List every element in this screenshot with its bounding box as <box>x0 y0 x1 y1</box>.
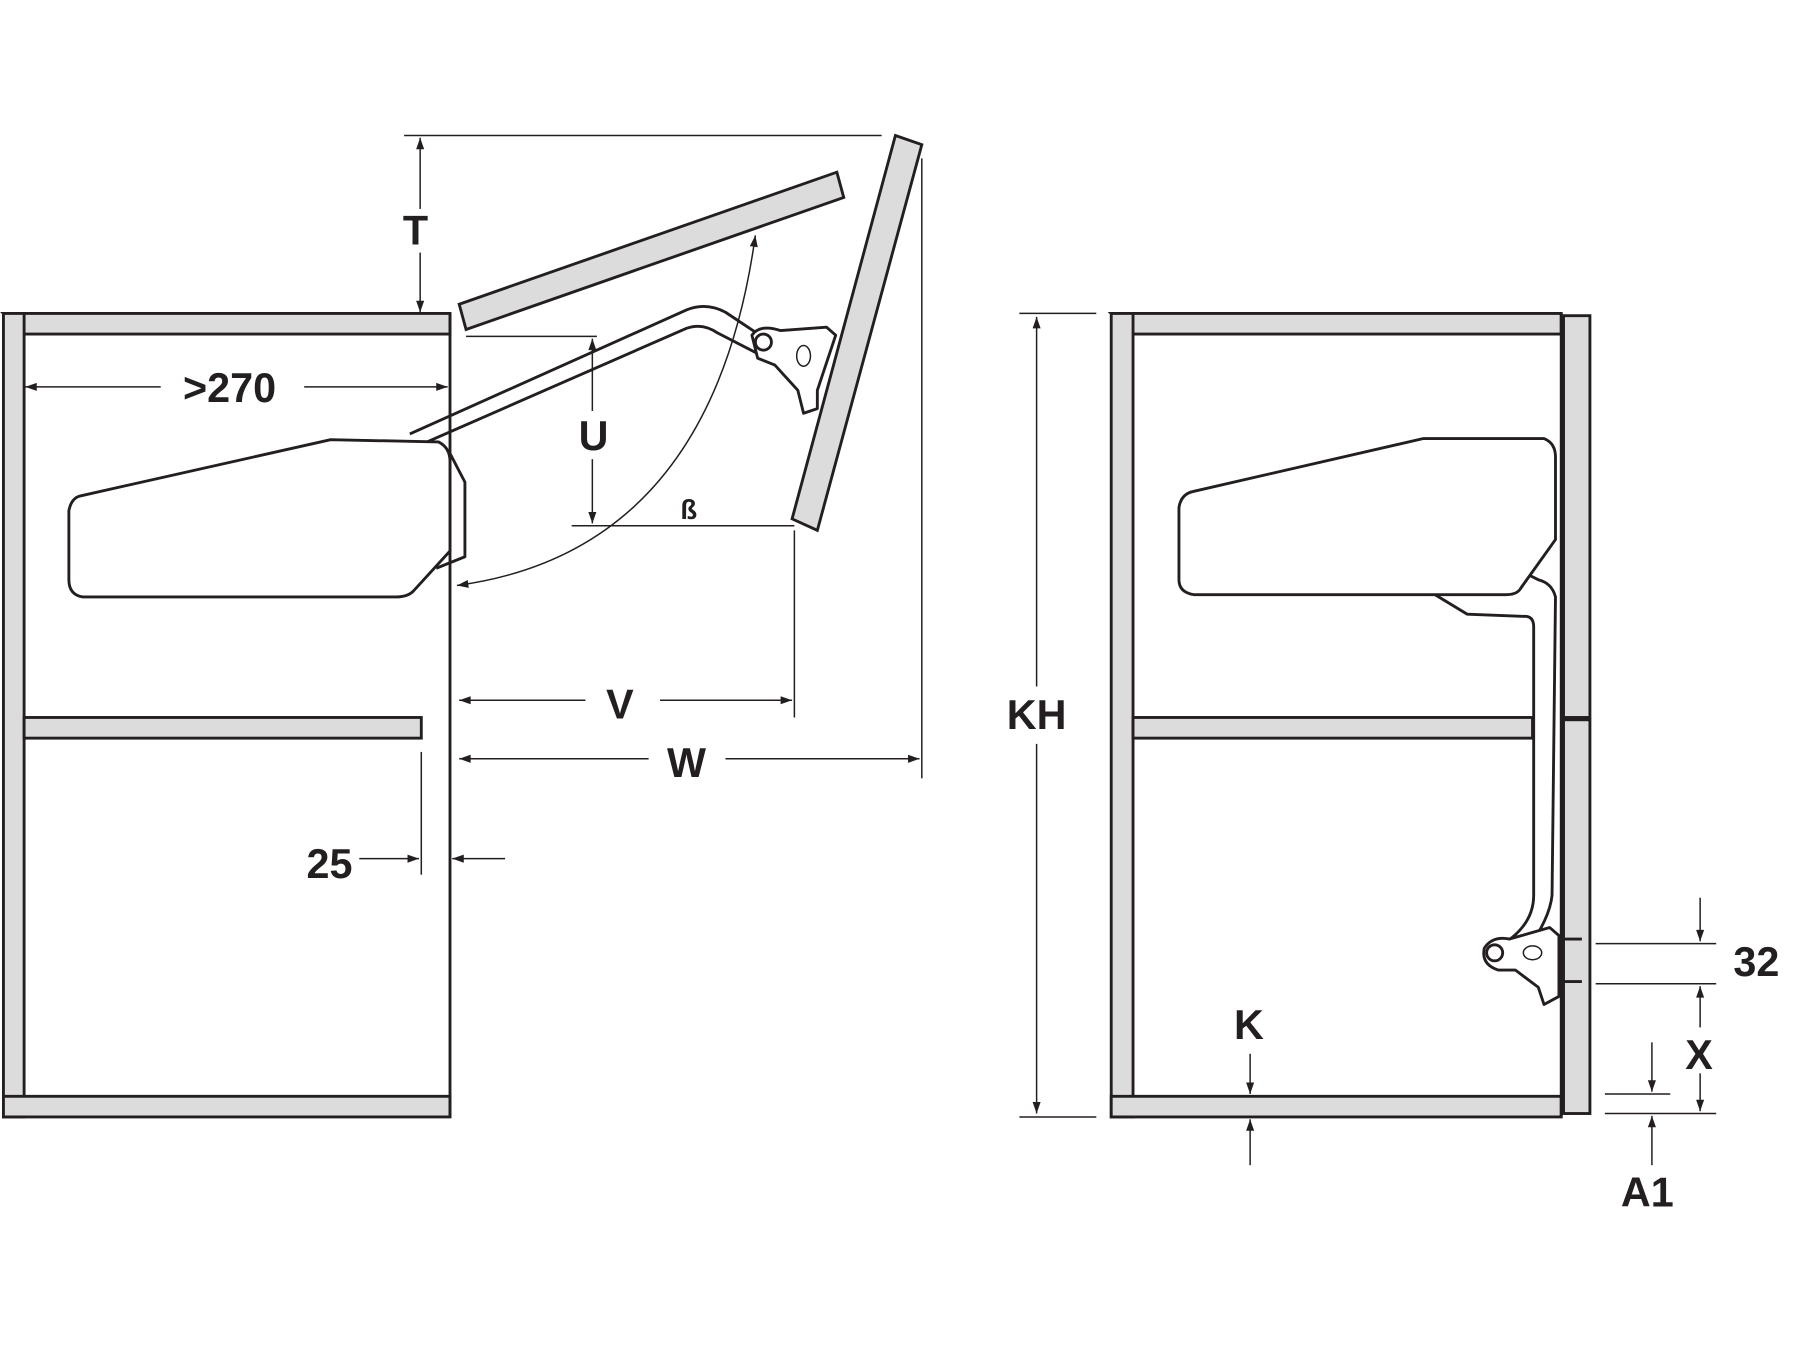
hinge-adjust-screw <box>795 344 812 367</box>
dim-label-T: T <box>403 208 428 254</box>
cabinet-bottom-panel <box>1109 1094 1563 1119</box>
door-upper <box>1562 314 1592 719</box>
hinge-pivot <box>1485 943 1505 963</box>
dim-label-KH: KH <box>1007 692 1067 738</box>
front-flap-upper <box>457 170 846 332</box>
cabinet-left-side <box>1109 311 1135 1119</box>
cabinet-bottom-panel <box>2 1094 452 1119</box>
mounting-pins <box>1558 937 1582 983</box>
hinge-bracket <box>1482 926 1561 1006</box>
dim-label-25: 25 <box>306 841 352 887</box>
dim-label-K: K <box>1234 1002 1264 1048</box>
cabinet-top-panel <box>1107 311 1563 336</box>
dim-label-X: X <box>1685 1032 1713 1078</box>
dim-label-min-depth: >270 <box>183 365 276 411</box>
lift-arm <box>1434 572 1557 952</box>
dim-label-V: V <box>606 682 634 728</box>
left-cabinet-open: T >270 U ß V W 25 <box>0 133 924 1119</box>
shelf <box>22 716 423 740</box>
hinge-adjust-screw <box>1522 945 1543 961</box>
cabinet-top-panel <box>0 311 452 336</box>
front-flap-lower <box>790 133 924 533</box>
cabinet-left-side <box>2 311 26 1119</box>
dim-label-A1: A1 <box>1621 1170 1674 1216</box>
dim-label-32: 32 <box>1733 939 1779 985</box>
dim-label-U: U <box>579 413 609 459</box>
lift-mechanism-housing <box>67 438 452 599</box>
door-lower <box>1562 718 1592 1115</box>
dim-label-beta: ß <box>680 494 697 525</box>
dim-label-W: W <box>667 740 706 786</box>
shelf <box>1131 716 1534 740</box>
right-cabinet-closed: KH K 32 X A1 <box>1007 311 1779 1216</box>
lift-mechanism-housing <box>1177 437 1557 597</box>
